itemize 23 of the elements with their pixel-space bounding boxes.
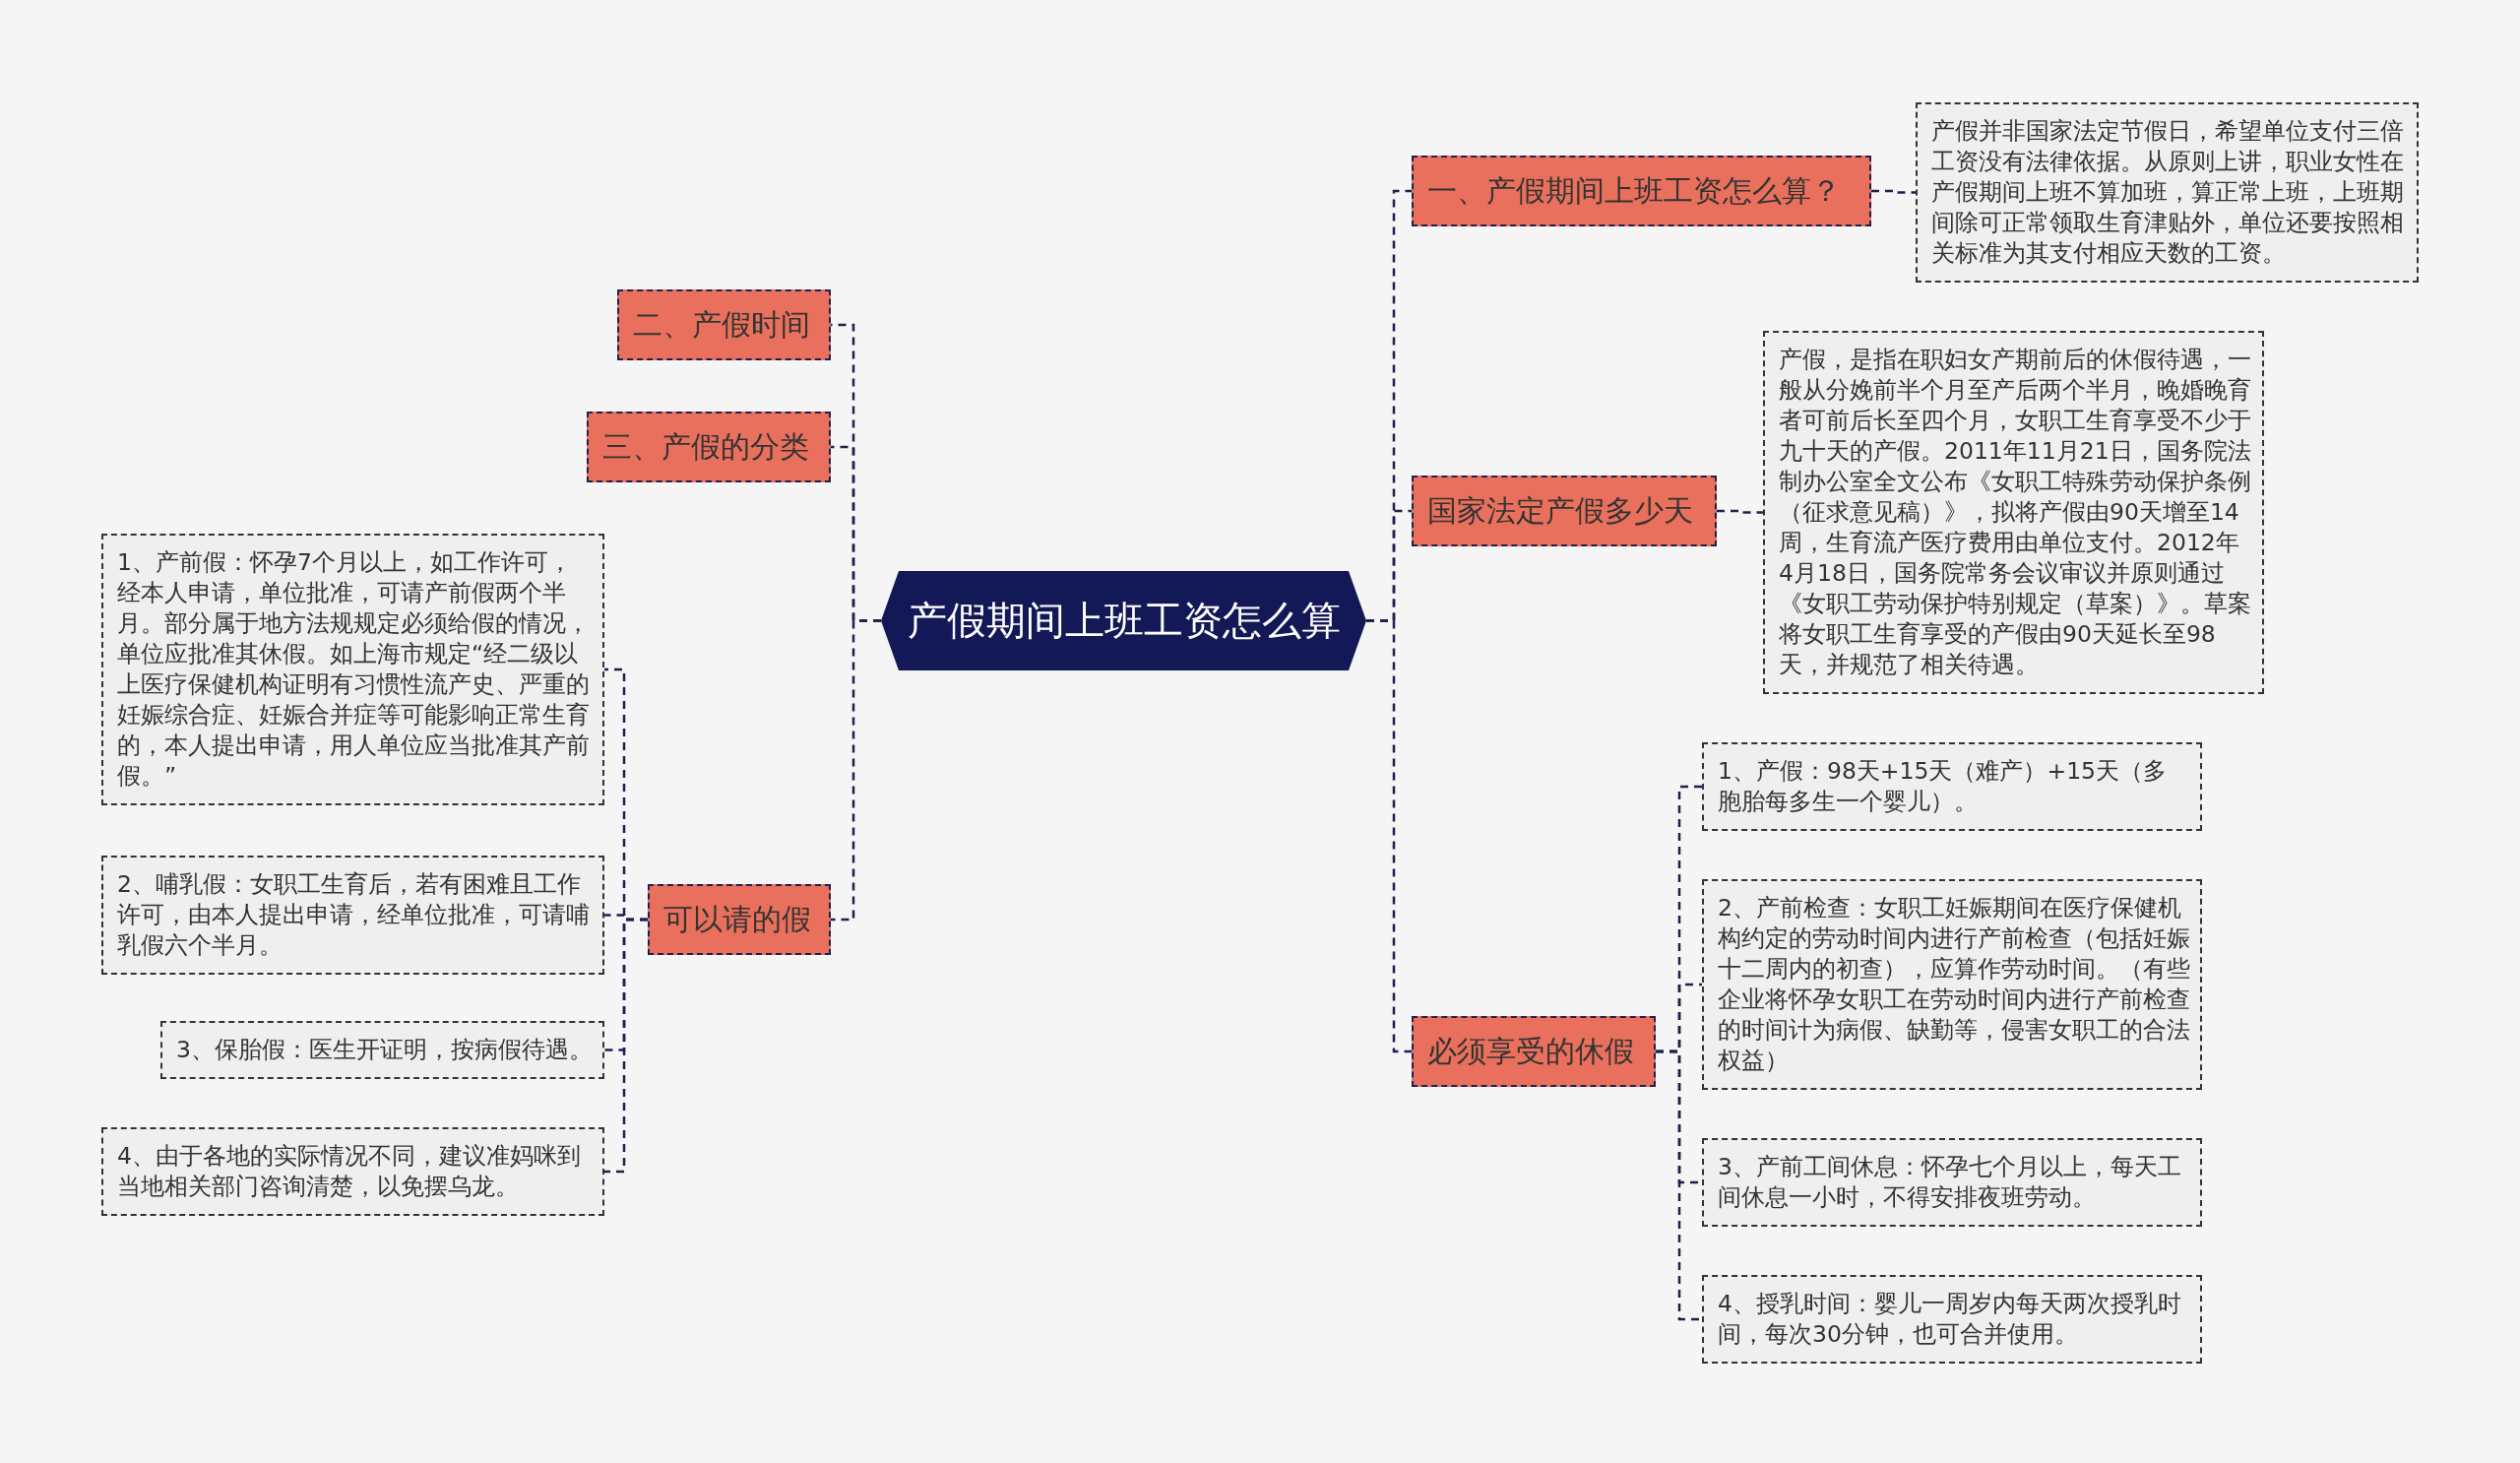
note-box: 产假，是指在职妇女产期前后的休假待遇，一般从分娩前半个月至产后两个半月，晚婚晚育者可前后长至四个月，女职工生育享受不少于九十天的产假。2011年11月21日，国务院法制办公室全文公布《女职工特殊劳动保护条例（征求意见稿）》，拟将产假由90天增至14周，生育流产医疗费用由单位支付。2012年4月18日，国务院常务会议审议并原则通过《女职工劳动保护特别规定（草案）》。草案将女职工生育享受的产假由90天延长至98天，并规范了相关待遇。 (1763, 331, 2264, 694)
topic-box: 可以请的假 (648, 884, 831, 955)
connector-line (831, 619, 881, 922)
topic-box: 国家法定产假多少天 (1412, 476, 1717, 546)
topic-box: 必须享受的休假 (1412, 1016, 1656, 1087)
note-box: 3、保胎假：医生开证明，按病假待遇。 (160, 1021, 604, 1079)
note-box: 2、哺乳假：女职工生育后，若有困难且工作许可，由本人提出申请，经单位批准，可请哺乳假六个半月。 (101, 856, 604, 975)
connector-line (1656, 1050, 1702, 1321)
note-box: 2、产前检查：女职工妊娠期间在医疗保健机构约定的劳动时间内进行产前检查（包括妊娠十二周内的初查），应算作劳动时间。（有些企业将怀孕女职工在劳动时间内进行产前检查的时间计为病假、缺勤等，侵害女职工的合法权益） (1702, 879, 2202, 1090)
connector-line (1366, 619, 1412, 1053)
connector-line (1871, 189, 1916, 194)
connector-line (604, 918, 648, 1174)
note-box: 4、授乳时间：婴儿一周岁内每天两次授乳时间，每次30分钟，也可合并使用。 (1702, 1275, 2202, 1364)
topic-box: 二、产假时间 (617, 289, 831, 360)
note-box: 3、产前工间休息：怀孕七个月以上，每天工间休息一小时，不得安排夜班劳动。 (1702, 1138, 2202, 1227)
note-box: 1、产前假：怀孕7个月以上，如工作许可，经本人申请，单位批准，可请产前假两个半月。部分属于地方法规规定必须给假的情况，单位应批准其休假。如上海市规定“经二级以上医疗保健机构证明有习惯性流产史、严重的妊娠综合症、妊娠合并症等可能影响正常生育的，本人提出申请，用人单位应当批准其产前假。” (101, 534, 604, 805)
connector-line (1717, 509, 1763, 514)
central-topic: 产假期间上班工资怎么算 (881, 571, 1366, 670)
note-box: 1、产假：98天+15天（难产）+15天（多胞胎每多生一个婴儿）。 (1702, 742, 2202, 831)
note-box: 4、由于各地的实际情况不同，建议准妈咪到当地相关部门咨询清楚，以免摆乌龙。 (101, 1127, 604, 1216)
topic-box: 三、产假的分类 (587, 412, 831, 482)
note-box: 产假并非国家法定节假日，希望单位支付三倍工资没有法律依据。从原则上讲，职业女性在产假期间上班不算加班，算正常上班，上班期间除可正常领取生育津贴外，单位还要按照相关标准为其支付相应天数的工资。 (1916, 102, 2419, 283)
topic-box: 一、产假期间上班工资怎么算？ (1412, 156, 1871, 226)
